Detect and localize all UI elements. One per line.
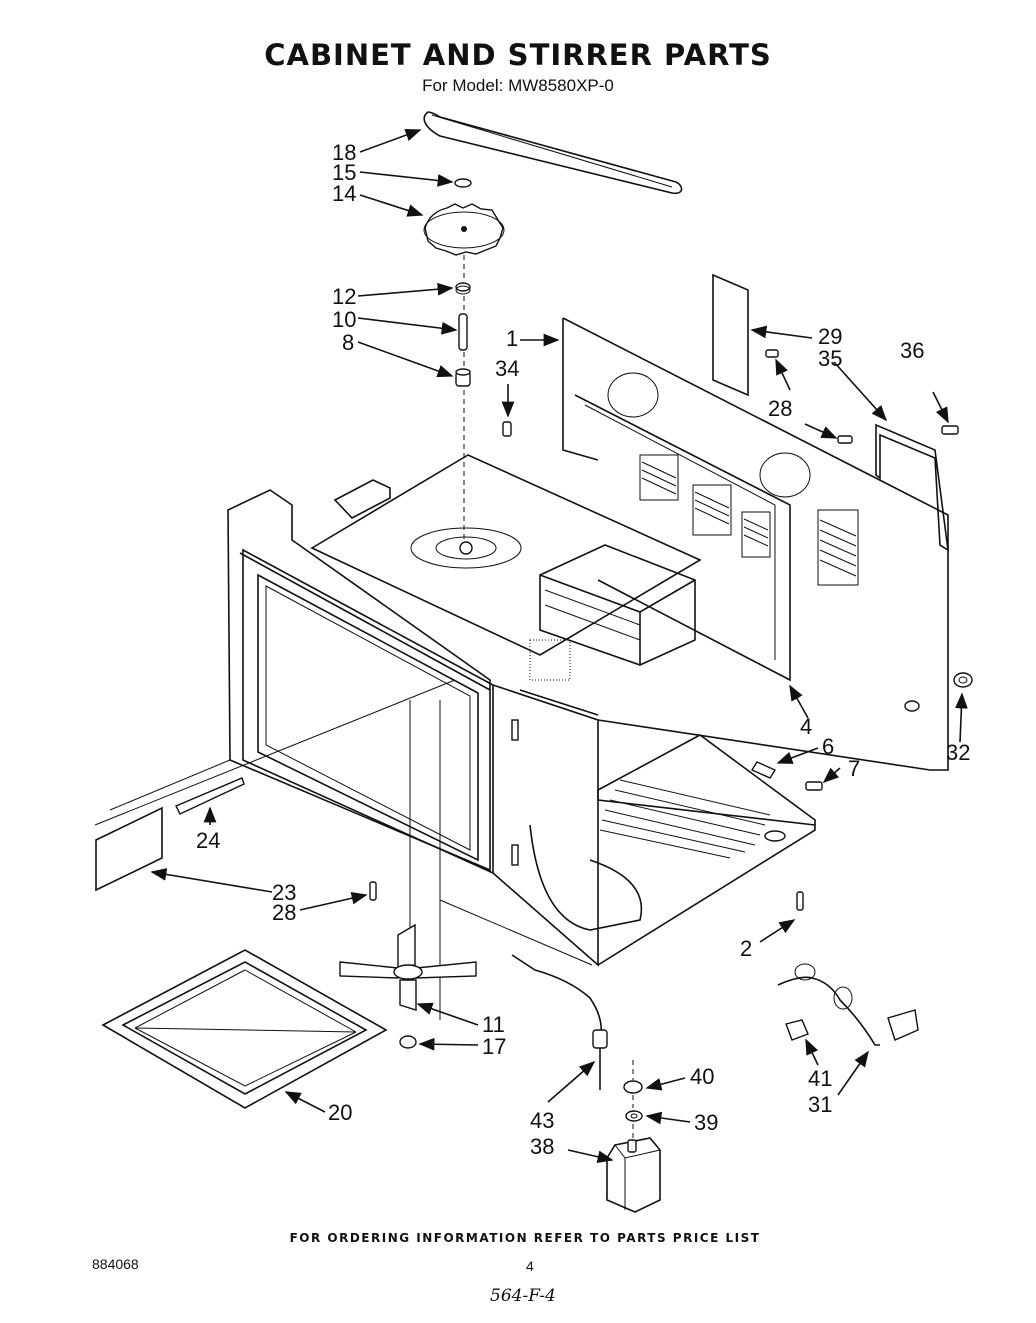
oven-cavity-cabinet (94, 454, 816, 1020)
stirrer-pulley (423, 203, 505, 256)
document-number: 884068 (92, 1256, 139, 1272)
model-subtitle: For Model: MW8580XP-0 (422, 76, 614, 95)
callout-39: 39 (694, 1110, 718, 1135)
callout-32: 32 (946, 740, 970, 765)
side-bracket (875, 423, 950, 552)
stirrer-fan-blade (339, 923, 477, 1011)
callout-34: 34 (495, 356, 519, 381)
stirrer-belt (423, 111, 683, 195)
callout-11: 11 (482, 1012, 505, 1037)
leader-lines (150, 128, 968, 1164)
callout-28-top: 28 (768, 396, 792, 421)
callout-41: 41 (808, 1066, 832, 1091)
callout-24: 24 (196, 828, 220, 853)
callout-23: 23 (272, 880, 296, 905)
door-hinge-strip (175, 777, 245, 815)
washer (625, 1110, 643, 1122)
cover-plate (712, 273, 749, 397)
thermal-probe (511, 954, 608, 1090)
callout-6: 6 (822, 734, 834, 759)
callout-18: 18 (332, 140, 356, 165)
page-number: 4 (526, 1258, 534, 1274)
cord-clamp (785, 1019, 809, 1041)
stirrer-shaft (458, 313, 468, 351)
callout-2: 2 (740, 936, 752, 961)
fan-nut (399, 1035, 417, 1049)
callout-7: 7 (848, 756, 860, 781)
callout-43: 43 (530, 1108, 554, 1133)
ordering-note: FOR ORDERING INFORMATION REFER TO PARTS … (289, 1231, 761, 1245)
rear-panel (562, 317, 949, 771)
callout-28-bottom: 28 (272, 900, 296, 925)
page-title: CABINET AND STIRRER PARTS (264, 38, 772, 72)
shield-cover (95, 806, 163, 892)
lock-nut (623, 1080, 643, 1094)
callout-40: 40 (690, 1064, 714, 1089)
handwritten-reference: 564-F-4 (490, 1286, 556, 1306)
callout-8: 8 (342, 330, 354, 355)
retaining-ring (454, 178, 472, 188)
screw (369, 349, 959, 911)
grommet (953, 672, 973, 688)
callout-10: 10 (332, 307, 356, 332)
callout-1: 1 (506, 326, 518, 351)
motor-mount-block (606, 1137, 661, 1213)
bottom-tray (101, 949, 388, 1109)
callout-15: 15 (332, 160, 356, 185)
power-cord (777, 963, 919, 1046)
bearing-washer (455, 282, 471, 295)
callout-20: 20 (328, 1100, 352, 1125)
callout-17: 17 (482, 1034, 506, 1059)
callout-38: 38 (530, 1134, 554, 1159)
callout-36: 36 (900, 338, 924, 363)
callout-12: 12 (332, 284, 356, 309)
latch-clip (750, 761, 777, 779)
callout-35: 35 (818, 346, 842, 371)
callout-29: 29 (818, 324, 842, 349)
callout-31: 31 (808, 1092, 832, 1117)
callout-14: 14 (332, 181, 356, 206)
shaft-bushing (455, 368, 471, 387)
callout-4: 4 (800, 714, 812, 739)
